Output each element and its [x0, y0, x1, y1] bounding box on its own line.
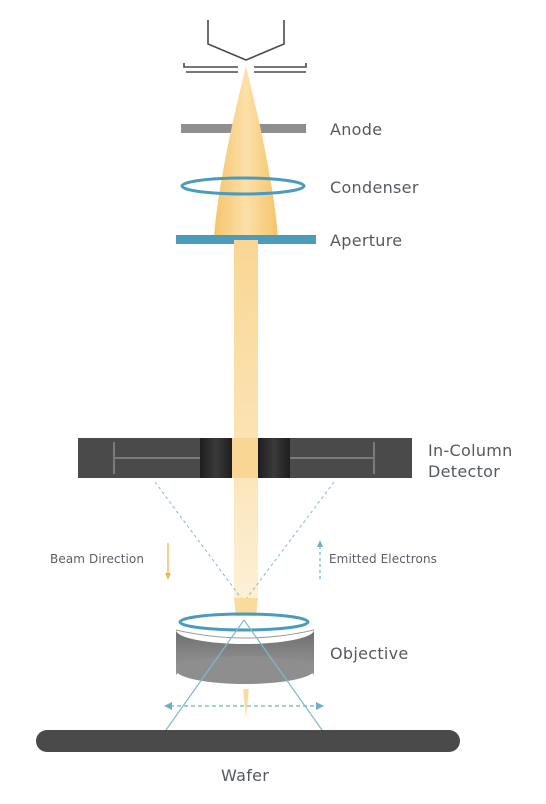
beam-column: [234, 240, 258, 600]
aperture-plate: [176, 235, 316, 244]
objective-label: Objective: [330, 644, 409, 663]
emitted-electrons-arrow: [317, 540, 323, 580]
scan-direction-arrow: [164, 702, 324, 710]
in-column-detector: [78, 438, 412, 478]
wafer-label: Wafer: [221, 766, 270, 785]
emitted-electrons-label: Emitted Electrons: [329, 552, 438, 566]
electron-source: [183, 20, 307, 73]
anode-label: Anode: [330, 120, 383, 139]
aperture-label: Aperture: [330, 231, 403, 250]
emitted-electrons-solid: [165, 619, 323, 731]
objective-lens: [175, 612, 315, 689]
wafer: [36, 730, 460, 752]
beam-direction-label: Beam Direction: [50, 552, 145, 566]
detector-label-line1: In-Column: [428, 441, 513, 460]
condenser-lens-ring: [180, 176, 306, 196]
beam-direction-arrow: [165, 543, 171, 580]
beam-cone: [214, 66, 278, 236]
emitted-electron-paths: [154, 481, 335, 603]
condenser-label: Condenser: [330, 178, 419, 197]
detector-label-line2: Detector: [428, 462, 501, 481]
